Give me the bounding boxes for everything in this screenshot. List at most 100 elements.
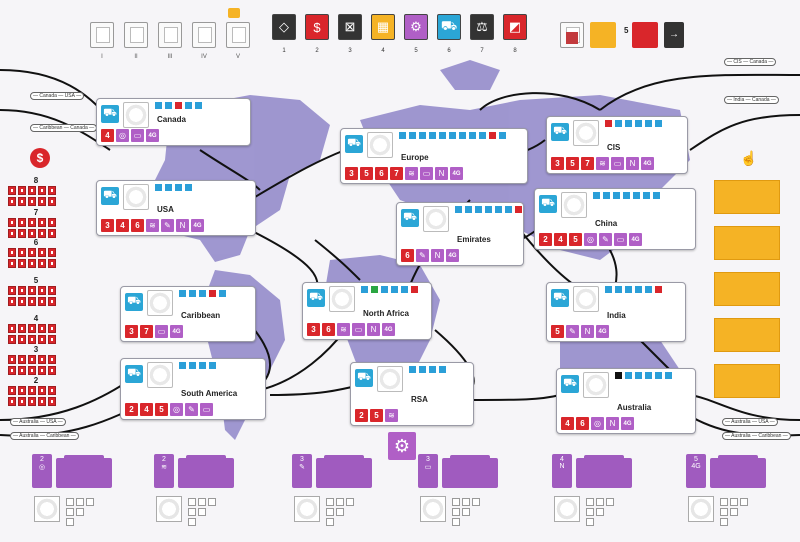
money-slot[interactable] bbox=[28, 366, 36, 375]
mini-slot[interactable] bbox=[76, 508, 84, 516]
tech-tile[interactable]: ⊠ bbox=[338, 14, 362, 40]
money-slot[interactable] bbox=[8, 259, 16, 268]
money-slot[interactable] bbox=[38, 335, 46, 344]
mini-slot[interactable] bbox=[586, 508, 594, 516]
mini-slot[interactable] bbox=[326, 498, 334, 506]
money-slot[interactable] bbox=[18, 259, 26, 268]
money-slot[interactable] bbox=[48, 335, 56, 344]
money-slot[interactable] bbox=[8, 218, 16, 227]
money-slot[interactable] bbox=[28, 386, 36, 395]
money-slot[interactable] bbox=[48, 197, 56, 206]
tray-slot[interactable] bbox=[710, 455, 766, 488]
mini-slot[interactable] bbox=[730, 498, 738, 506]
money-slot[interactable] bbox=[8, 229, 16, 238]
money-slot[interactable] bbox=[8, 297, 16, 306]
mini-slot[interactable] bbox=[336, 498, 344, 506]
mini-slot[interactable] bbox=[66, 498, 74, 506]
mini-slot[interactable] bbox=[326, 518, 334, 526]
money-slot[interactable] bbox=[48, 386, 56, 395]
reserve-slot[interactable] bbox=[714, 272, 780, 306]
money-slot[interactable] bbox=[38, 259, 46, 268]
reserve-slot[interactable] bbox=[714, 364, 780, 398]
money-slot[interactable] bbox=[18, 324, 26, 333]
money-slot[interactable] bbox=[8, 197, 16, 206]
mini-slot[interactable] bbox=[462, 498, 470, 506]
mini-slot[interactable] bbox=[76, 498, 84, 506]
mini-slot[interactable] bbox=[188, 518, 196, 526]
money-slot[interactable] bbox=[18, 197, 26, 206]
money-slot[interactable] bbox=[8, 248, 16, 257]
money-slot[interactable] bbox=[48, 397, 56, 406]
money-slot[interactable] bbox=[48, 259, 56, 268]
mini-slot[interactable] bbox=[326, 508, 334, 516]
mini-slot[interactable] bbox=[198, 498, 206, 506]
tech-tile[interactable]: ⚙ bbox=[404, 14, 428, 40]
mini-slot[interactable] bbox=[66, 508, 74, 516]
money-slot[interactable] bbox=[48, 229, 56, 238]
money-slot[interactable] bbox=[38, 297, 46, 306]
mini-slot[interactable] bbox=[198, 508, 206, 516]
money-slot[interactable] bbox=[18, 355, 26, 364]
money-slot[interactable] bbox=[8, 397, 16, 406]
money-slot[interactable] bbox=[28, 197, 36, 206]
mini-slot[interactable] bbox=[740, 498, 748, 506]
mini-slot[interactable] bbox=[452, 518, 460, 526]
mini-slot[interactable] bbox=[208, 498, 216, 506]
mini-slot[interactable] bbox=[346, 498, 354, 506]
mini-slot[interactable] bbox=[720, 498, 728, 506]
upgrade-tray[interactable]: 2◎ bbox=[30, 454, 142, 542]
gear-icon[interactable]: ⚙ bbox=[388, 432, 416, 460]
money-slot[interactable] bbox=[28, 335, 36, 344]
money-slot[interactable] bbox=[8, 335, 16, 344]
upgrade-tray[interactable]: 2≋ bbox=[152, 454, 264, 542]
money-slot[interactable] bbox=[18, 229, 26, 238]
tech-tile[interactable]: ⚖ bbox=[470, 14, 494, 40]
money-slot[interactable] bbox=[38, 229, 46, 238]
money-slot[interactable] bbox=[38, 218, 46, 227]
mini-slot[interactable] bbox=[452, 508, 460, 516]
mini-slot[interactable] bbox=[66, 518, 74, 526]
money-slot[interactable] bbox=[18, 218, 26, 227]
money-slot[interactable] bbox=[18, 297, 26, 306]
money-slot[interactable] bbox=[28, 355, 36, 364]
money-slot[interactable] bbox=[28, 218, 36, 227]
tech-tile[interactable]: ◩ bbox=[503, 14, 527, 40]
money-slot[interactable] bbox=[8, 286, 16, 295]
tray-slot[interactable] bbox=[56, 455, 112, 488]
reserve-slot[interactable] bbox=[714, 318, 780, 352]
money-slot[interactable] bbox=[28, 186, 36, 195]
tech-tile[interactable]: ▦ bbox=[371, 14, 395, 40]
mini-slot[interactable] bbox=[188, 498, 196, 506]
money-slot[interactable] bbox=[48, 297, 56, 306]
reserve-slot[interactable] bbox=[714, 180, 780, 214]
money-slot[interactable] bbox=[18, 366, 26, 375]
money-slot[interactable] bbox=[38, 286, 46, 295]
mini-slot[interactable] bbox=[86, 498, 94, 506]
money-slot[interactable] bbox=[28, 297, 36, 306]
money-slot[interactable] bbox=[28, 259, 36, 268]
money-slot[interactable] bbox=[28, 324, 36, 333]
slot-1[interactable] bbox=[90, 22, 114, 48]
slot-4[interactable] bbox=[192, 22, 216, 48]
money-slot[interactable] bbox=[38, 386, 46, 395]
money-slot[interactable] bbox=[38, 197, 46, 206]
tray-slot[interactable] bbox=[178, 455, 234, 488]
money-slot[interactable] bbox=[38, 366, 46, 375]
tech-tile[interactable]: ⛟ bbox=[437, 14, 461, 40]
mini-slot[interactable] bbox=[336, 508, 344, 516]
money-slot[interactable] bbox=[48, 366, 56, 375]
money-slot[interactable] bbox=[8, 186, 16, 195]
money-slot[interactable] bbox=[48, 286, 56, 295]
money-slot[interactable] bbox=[28, 229, 36, 238]
money-slot[interactable] bbox=[28, 248, 36, 257]
